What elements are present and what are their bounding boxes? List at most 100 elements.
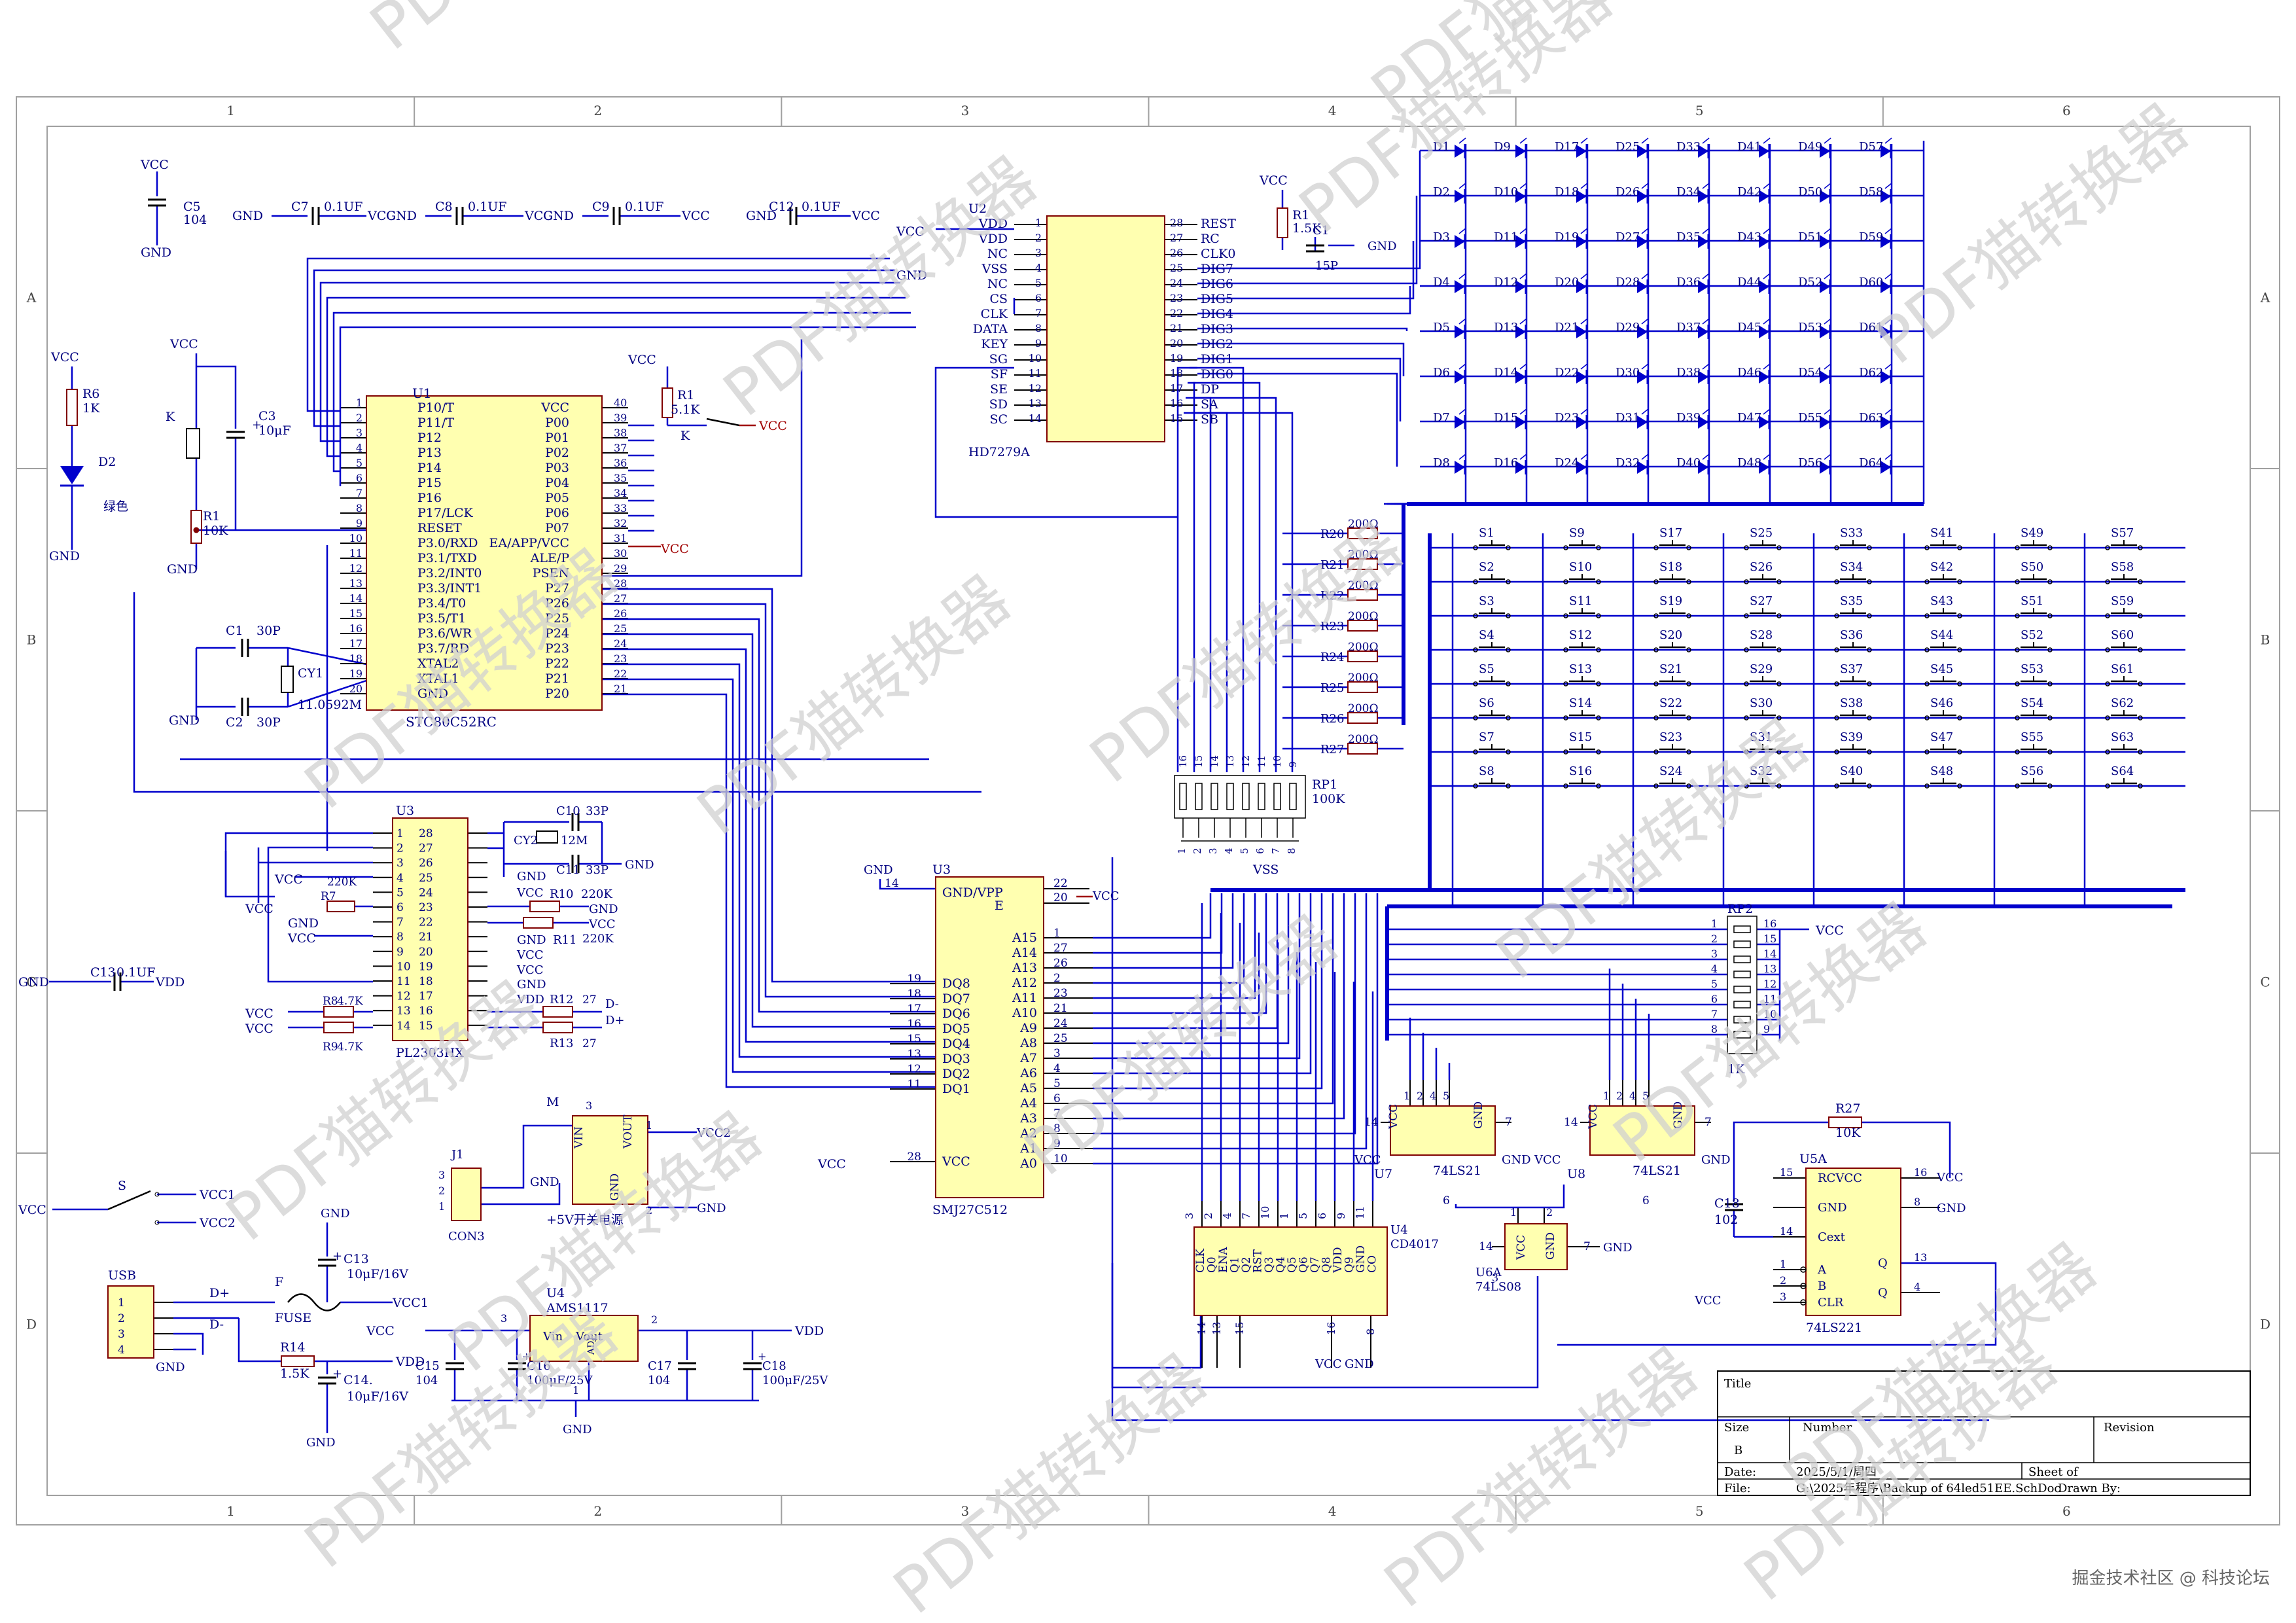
- label: D55: [1798, 411, 1822, 425]
- switch-contact: [1653, 749, 1659, 755]
- col-label: 3: [961, 103, 970, 118]
- label: S29: [1750, 662, 1773, 676]
- label: USB: [108, 1268, 136, 1283]
- led-ray: [1580, 454, 1588, 460]
- label: 20: [1170, 337, 1183, 349]
- label: 5: [1642, 1090, 1649, 1102]
- label: 2: [1711, 933, 1718, 945]
- label: VCC: [681, 209, 710, 223]
- label: 22: [1170, 307, 1183, 319]
- matrix-led: [1759, 325, 1769, 338]
- label: S: [118, 1179, 126, 1193]
- label: 200Ω: [1348, 579, 1379, 592]
- label: P10/T: [417, 401, 454, 415]
- label: P23: [545, 641, 569, 656]
- wires: [49, 141, 2185, 1433]
- label: R7: [321, 890, 336, 903]
- label: A4: [1019, 1096, 1037, 1111]
- label: D53: [1798, 321, 1822, 334]
- switch-contact: [1686, 715, 1691, 721]
- label: GND: [1818, 1201, 1847, 1215]
- label: 33: [614, 502, 627, 514]
- switch-contact: [1563, 749, 1568, 755]
- j1-connector: [451, 1168, 482, 1221]
- wire: [319, 281, 900, 442]
- switch-contact: [1473, 749, 1478, 755]
- label: VCC: [588, 918, 616, 931]
- matrix-led: [1455, 461, 1465, 474]
- label: 8: [397, 931, 404, 944]
- led-ray: [1763, 183, 1771, 189]
- label: D33: [1676, 140, 1701, 154]
- label: K: [680, 429, 690, 443]
- matrix-led: [1698, 235, 1708, 248]
- label: 6: [1642, 1194, 1650, 1207]
- led-ray: [1824, 454, 1831, 460]
- label: 10: [1271, 755, 1283, 768]
- label: 3: [1492, 1272, 1498, 1284]
- label: 10: [349, 532, 362, 544]
- label: P3.5/T1: [417, 611, 466, 626]
- wire: [1197, 372, 1398, 467]
- label: S54: [2021, 696, 2043, 710]
- label: D18: [1555, 185, 1579, 199]
- tb-file: G:\2025年程序\Backup of 64led51EE.SchDoc: [1796, 1482, 2060, 1495]
- matrix-led: [1576, 461, 1587, 474]
- label: +: [252, 418, 262, 432]
- label: 1: [1176, 847, 1188, 854]
- label: 6: [397, 901, 404, 914]
- label: D10: [1494, 185, 1518, 199]
- u5a-monostable: [1805, 1168, 1901, 1316]
- matrix-led: [1881, 370, 1891, 383]
- label: 1: [1035, 217, 1042, 229]
- label: GND: [1937, 1202, 1966, 1215]
- label: DIG7: [1201, 262, 1233, 276]
- label: 11: [907, 1078, 921, 1091]
- label: 8: [1053, 1122, 1061, 1135]
- u4-ldo-regulator: [529, 1315, 639, 1362]
- label: 17: [349, 637, 362, 650]
- label: 26: [1053, 957, 1068, 970]
- label: S15: [1569, 730, 1592, 744]
- wire: [1093, 893, 1256, 999]
- switch-contact: [1957, 681, 1962, 687]
- label: VCC: [274, 872, 303, 887]
- matrix-led: [1515, 416, 1526, 429]
- matrix-led: [1820, 280, 1830, 293]
- r27-timing-resistor: [1828, 1116, 1862, 1128]
- label: C3: [258, 409, 276, 423]
- wire: [1197, 196, 1418, 285]
- label: 4: [118, 1344, 125, 1357]
- switch-contact: [2015, 545, 2020, 550]
- label: S9: [1569, 526, 1585, 540]
- components: [60, 137, 2143, 1385]
- label: S18: [1659, 560, 1682, 574]
- label: Vin: [542, 1330, 563, 1344]
- label: VDD: [395, 1355, 425, 1369]
- label: GND: [563, 1423, 592, 1436]
- label: P22: [545, 656, 569, 671]
- label: DATA: [973, 322, 1008, 336]
- switch-contact: [1744, 545, 1749, 550]
- label: GND: [1701, 1153, 1731, 1167]
- switch-contact: [1957, 579, 1962, 584]
- label: 16: [1177, 755, 1189, 768]
- label: GND: [1354, 1245, 1368, 1273]
- label: 7: [397, 916, 404, 929]
- matrix-led: [1576, 325, 1587, 338]
- label: S61: [2111, 662, 2134, 676]
- label: NC: [987, 247, 1008, 261]
- label: VCC: [1936, 1171, 1964, 1185]
- switch-contact: [2015, 783, 2020, 789]
- switch-contact: [1596, 545, 1601, 550]
- switch-contact: [2105, 545, 2110, 550]
- label: 14: [1479, 1240, 1493, 1253]
- label: CD4017: [1390, 1238, 1439, 1251]
- matrix-led: [1759, 280, 1769, 293]
- matrix-led: [1698, 325, 1708, 338]
- label: D2: [98, 455, 116, 469]
- label: 12: [349, 562, 362, 575]
- label: VCC: [942, 1154, 970, 1169]
- label: GND/VPP: [942, 885, 1003, 900]
- wire: [1093, 893, 1345, 1120]
